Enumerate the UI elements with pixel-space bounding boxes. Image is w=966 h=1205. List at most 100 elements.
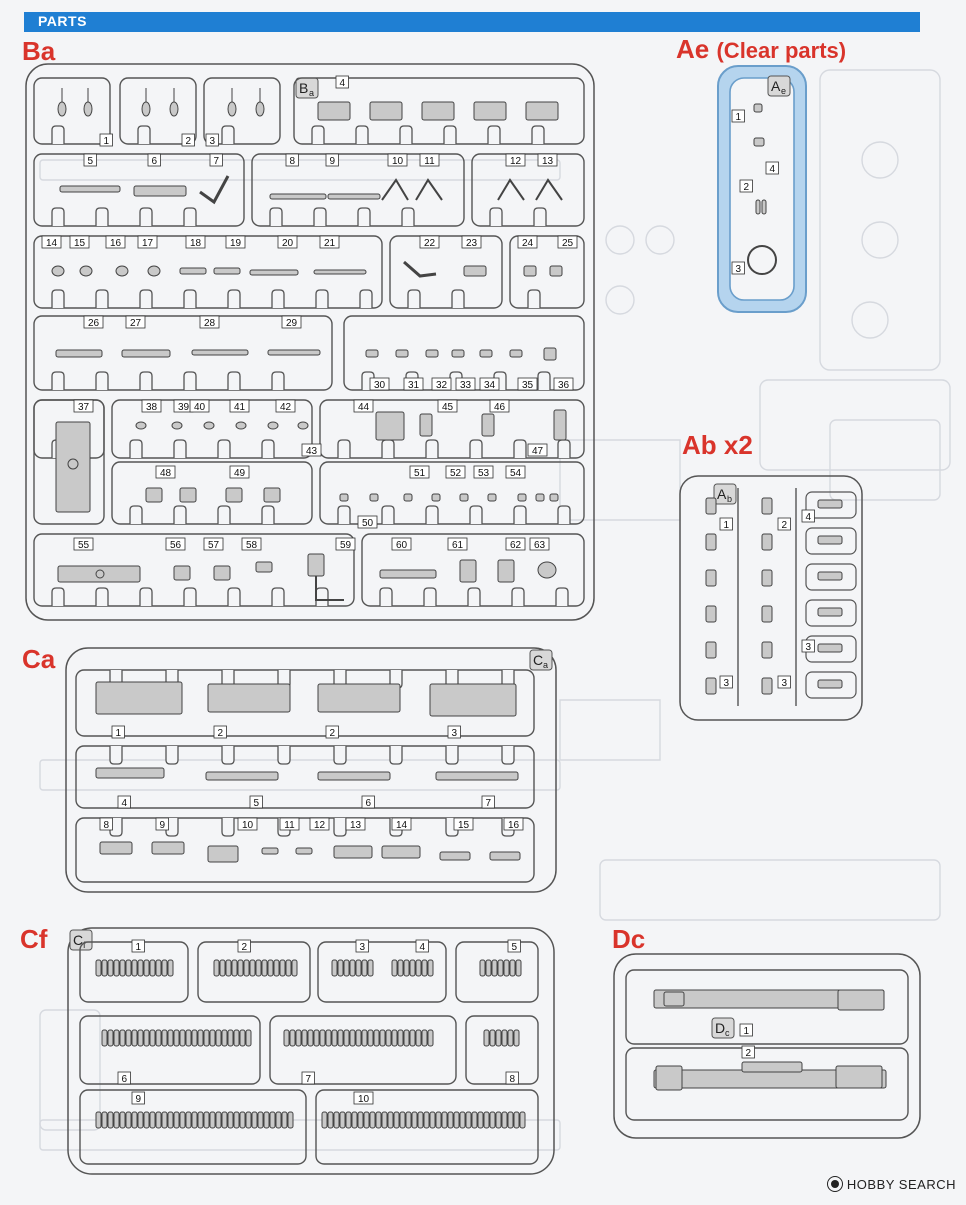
sprue-cf-track-link	[397, 959, 404, 977]
sprue-ba-gate	[425, 505, 439, 524]
hobby-search-watermark: HOBBY SEARCH	[826, 1176, 956, 1192]
part-number-box	[557, 235, 578, 249]
sprue-cf-track-link	[501, 1029, 508, 1047]
sprue-ba-label: 56	[165, 537, 186, 551]
sprue-ba-part	[379, 569, 437, 579]
sprue-ba-label: 29	[281, 315, 302, 329]
sprue-cf-label: 2	[237, 939, 251, 953]
sprue-cf-track-link	[307, 1029, 314, 1047]
part-number-text: 1	[723, 520, 729, 531]
sprue-ab-part	[705, 533, 717, 551]
part-number-text: 20	[282, 238, 294, 249]
sprue-cf-track-link	[149, 959, 156, 977]
part-number-text: 32	[436, 380, 448, 391]
sprue-ba-gate	[173, 439, 187, 458]
sprue-ba-gate	[557, 505, 571, 524]
sprue-ba-part	[145, 487, 163, 503]
part-number-box	[505, 153, 526, 167]
sprue-ba-part	[451, 349, 465, 358]
part-number-text: 9	[329, 156, 335, 167]
part-number-text: 11	[424, 156, 435, 167]
sprue-ba-label: 32	[431, 377, 452, 391]
sprue-ab-label: 4	[801, 509, 815, 523]
sprue-ba-label: 44	[353, 399, 374, 413]
sprue-ba-gate	[227, 587, 241, 606]
part-number-box	[473, 465, 494, 479]
sprue-dc-part-detail	[663, 991, 685, 1007]
sprue-cf-track-link	[421, 1029, 428, 1047]
sprue-ba-label: 28	[199, 315, 220, 329]
sprue-cf-track-link	[285, 959, 292, 977]
part-number-box	[285, 153, 299, 167]
sprue-cf-track-link	[343, 1029, 350, 1047]
sprue-ba-label: 4	[335, 75, 349, 89]
sprue-cf-track-link	[209, 1029, 216, 1047]
sprue-ba-part	[55, 349, 103, 358]
sprue-ba-part	[431, 493, 441, 502]
part-number-text: 3	[359, 942, 365, 953]
part-number-box	[73, 399, 94, 413]
sprue-ba-part	[121, 349, 171, 358]
sprue-ca-part	[207, 683, 291, 713]
sprue-cf-track-link	[345, 1111, 352, 1129]
sprue-ba-label: 3	[205, 133, 219, 147]
sprue-ab-part	[817, 571, 843, 581]
sprue-ca-gate	[445, 746, 459, 765]
sprue-ba-gate	[51, 371, 65, 390]
part-number-box	[99, 133, 113, 147]
sprue-ae-label: 2	[739, 179, 753, 193]
sprue-ba-label: 26	[83, 315, 104, 329]
part-number-text: 33	[460, 380, 472, 391]
sprue-ba-gate	[401, 207, 415, 226]
sprue-ba-gate	[173, 505, 187, 524]
part-number-text: 5	[511, 942, 517, 953]
part-number-box	[387, 153, 408, 167]
part-number-box	[461, 235, 482, 249]
part-number-text: 14	[396, 820, 408, 831]
part-number-text: 24	[522, 238, 534, 249]
sprue-cf-track-link	[391, 959, 398, 977]
sprue-cf-track-link	[415, 1029, 422, 1047]
sprue-tag-letter: D	[715, 1020, 725, 1036]
sprue-tag-box	[767, 75, 791, 97]
part-number-box	[325, 153, 339, 167]
sprue-cf-track-link	[459, 1111, 466, 1129]
sprue-tag-box	[69, 929, 93, 951]
sprue-ba-cell	[33, 235, 383, 309]
part-number-text: 48	[160, 468, 172, 479]
sprue-ba-gate	[183, 371, 197, 390]
part-number-box	[335, 537, 356, 551]
sprue-cf-track-link	[349, 1029, 356, 1047]
sprue-ae-part	[747, 245, 777, 275]
sprue-ba-part	[425, 349, 439, 358]
sprue-cf-track-link	[261, 959, 268, 977]
sprue-ba-gate	[337, 505, 351, 524]
sprue-cf-track-link	[143, 1111, 150, 1129]
sprue-ab-part	[761, 569, 773, 587]
sprue-dc-label: 2	[741, 1045, 755, 1059]
part-number-box	[199, 315, 220, 329]
sprue-ca-part	[317, 771, 391, 781]
sprue-cf-track-link	[113, 1029, 120, 1047]
sprue-cf-track-link	[167, 1111, 174, 1129]
sprue-ba-part	[487, 493, 497, 502]
part-number-text: 40	[194, 402, 206, 413]
sprue-dc-letter: Dc	[612, 924, 646, 954]
sprue-ba-part	[307, 553, 325, 577]
sprue-cf-track-link	[507, 1111, 514, 1129]
part-number-text: 26	[88, 318, 100, 329]
sprue-ba-gate	[469, 505, 483, 524]
sprue-ba-label: 43	[301, 443, 322, 457]
sprue-ca-label: 3	[447, 725, 461, 739]
sprue-cf-track-link	[483, 1029, 490, 1047]
part-number-text: 12	[510, 156, 522, 167]
sprue-ba-part	[269, 193, 327, 200]
sprue-dc-cell	[625, 969, 909, 1045]
sprue-ba-part	[479, 349, 493, 358]
part-number-box	[455, 377, 476, 391]
sprue-ba-part	[339, 493, 349, 502]
part-number-box	[301, 1071, 315, 1085]
sprue-ba-gate	[425, 439, 439, 458]
